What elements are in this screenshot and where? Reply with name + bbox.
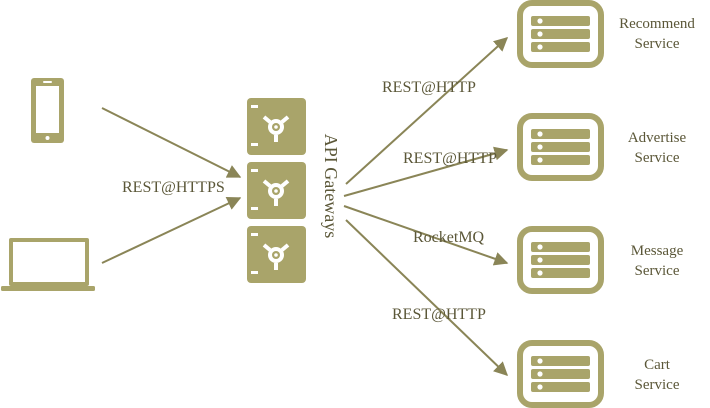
edge-laptop-to-gateway	[101, 197, 242, 264]
service-label-message-line1: Message	[631, 243, 684, 259]
edge-label-advertise: REST@HTTP	[403, 150, 497, 167]
client-edge-label: REST@HTTPS	[122, 179, 225, 196]
service-label-advertise-line2: Service	[635, 150, 680, 166]
service-label-cart-line2: Service	[635, 377, 680, 393]
gateway-node-icon	[247, 98, 306, 155]
laptop-icon	[1, 238, 95, 291]
edge-label-message: RocketMQ	[413, 229, 485, 246]
edge-to-cart-service	[345, 219, 509, 376]
edge-label-recommend: REST@HTTP	[382, 79, 476, 96]
gateway-node-icon	[247, 226, 306, 283]
service-label-advertise-line1: Advertise	[628, 130, 687, 146]
server-icon	[517, 0, 604, 68]
server-icon	[517, 226, 604, 294]
service-label-recommend-line1: Recommend	[619, 16, 695, 32]
edge-label-cart: REST@HTTP	[392, 306, 486, 323]
edge-phone-to-gateway	[101, 107, 242, 178]
edge-to-recommend-service	[345, 37, 509, 185]
gateway-node-icon	[247, 162, 306, 219]
service-label-recommend-line2: Service	[635, 36, 680, 52]
edge-to-advertise-service	[343, 146, 509, 197]
gateway-cluster	[247, 98, 306, 283]
service-cluster	[517, 0, 604, 408]
smartphone-icon	[31, 78, 64, 143]
service-label-cart-line1: Cart	[644, 357, 671, 373]
edge-to-message-service	[343, 205, 509, 266]
server-icon	[517, 340, 604, 408]
gateway-label: API Gateways	[321, 134, 341, 238]
service-label-message-line2: Service	[635, 263, 680, 279]
server-icon	[517, 113, 604, 181]
